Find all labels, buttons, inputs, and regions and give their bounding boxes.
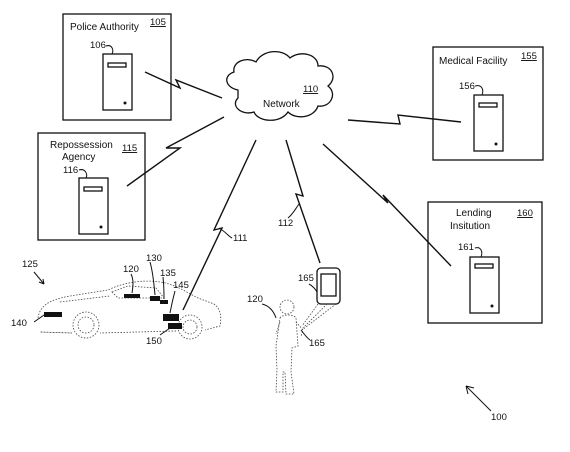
repossession-agency-box: Repossession Agency 115 116 [37,132,146,241]
server-icon [469,256,500,314]
police-authority-ref: 105 [150,17,166,28]
device-link-ref: 112 [278,218,293,229]
vehicle-component-130 [150,296,160,301]
network-cloud: Network 110 [226,51,334,121]
system-ref-arrow [465,385,492,412]
vehicle-ref-140: 140 [11,318,27,329]
lending-label-line1: Lending [456,208,492,219]
link-vehicle [182,139,257,311]
lending-institution-box: Lending Insitution 160 161 [427,201,543,324]
repossession-label-line2: Agency [62,152,95,163]
communication-links [126,71,462,311]
police-authority-box: Police Authority 105 106 [62,13,172,121]
vehicle-ref: 125 [22,259,38,270]
medical-facility-label: Medical Facility [439,56,507,67]
server-icon [473,94,504,152]
vehicle-ref-130: 130 [146,253,162,264]
network-ref: 110 [303,84,318,95]
network-label: Network [263,99,301,110]
lending-label-line2: Insitution [450,221,490,232]
lending-ref: 160 [517,208,533,219]
police-server-ref: 106 [90,40,106,51]
vehicle-ref-145: 145 [173,280,189,291]
vehicle-component-120 [124,294,140,298]
repossession-label-line1: Repossession [50,140,113,151]
system-ref: 100 [491,412,507,423]
device-ref-2: 165 [309,338,325,349]
vehicle-component-135 [160,300,168,304]
link-repossession [126,116,225,187]
vehicle-component-150 [168,323,182,329]
server-icon [102,53,133,111]
vehicle-ref-135: 135 [160,268,176,279]
link-lending [322,143,452,267]
vehicle-component-140 [44,312,62,317]
device-ref: 165 [298,273,314,284]
mobile-device-icon [316,267,341,305]
vehicle [33,261,222,340]
link-device [285,139,321,264]
vehicle-ref-150: 150 [146,336,162,347]
vehicle-ref-120: 120 [123,264,139,275]
repossession-ref: 115 [122,143,137,154]
vehicle-ref-arrow [33,271,45,285]
vehicle-component-145 [163,314,179,321]
person-ref: 120 [247,294,263,305]
repossession-server-ref: 116 [63,165,78,176]
vehicle-link-ref: 111 [233,233,247,244]
lending-server-ref: 161 [458,242,474,253]
medical-facility-ref: 155 [521,51,537,62]
police-authority-label: Police Authority [70,22,139,33]
medical-server-ref: 156 [459,81,475,92]
person-figure [275,299,304,395]
server-icon [78,177,109,235]
link-medical [347,114,462,125]
medical-facility-box: Medical Facility 155 156 [432,46,544,161]
link-police [144,71,223,99]
